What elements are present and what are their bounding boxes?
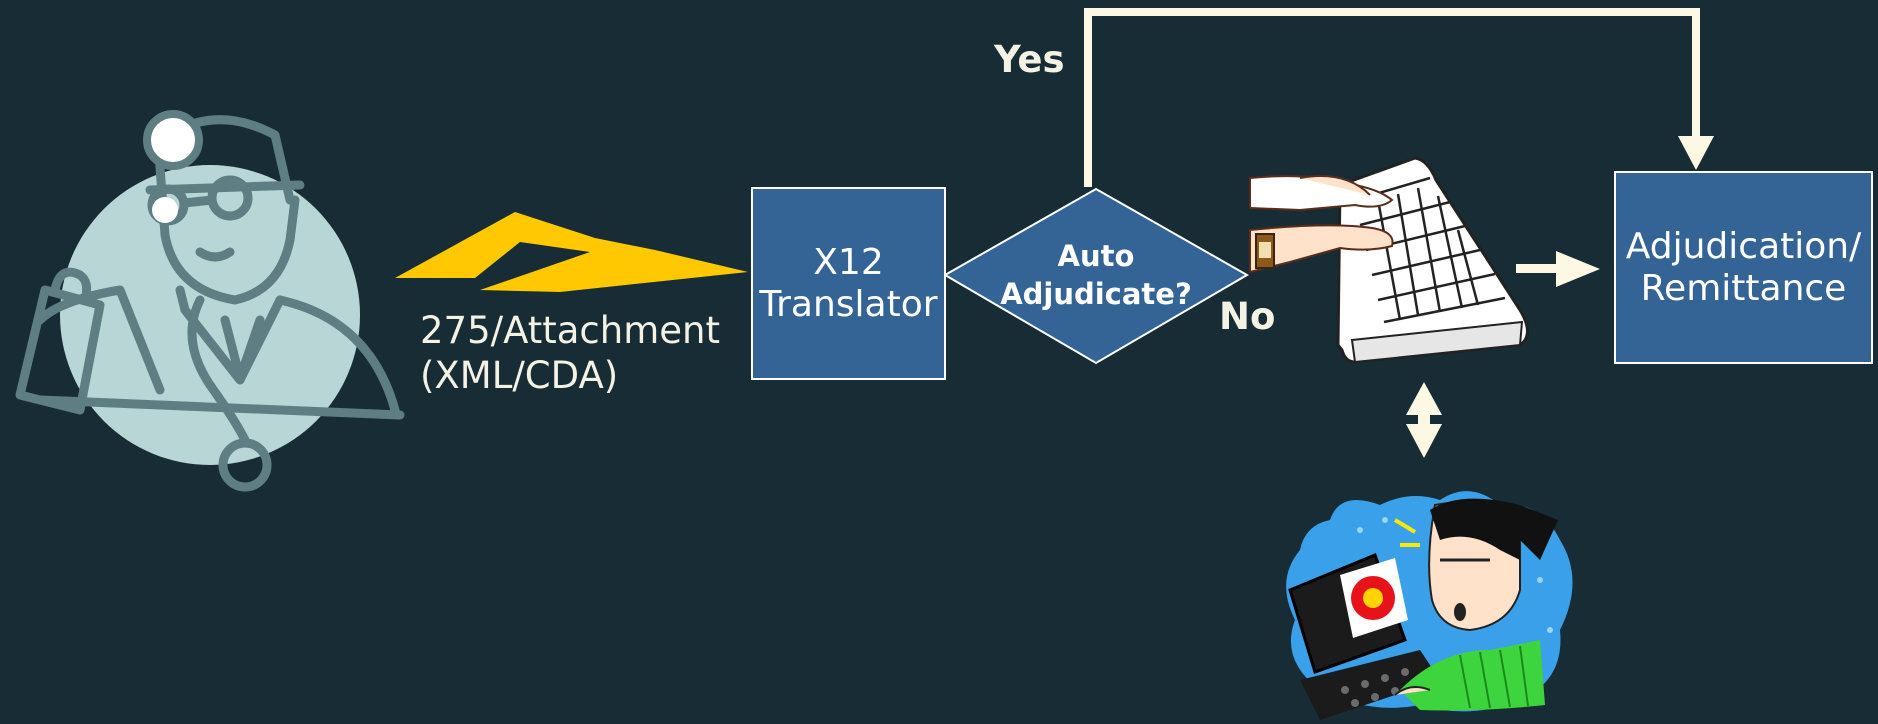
doctor-icon bbox=[15, 110, 405, 492]
yes-label: Yes bbox=[994, 38, 1065, 81]
adjudication-line2: Remittance bbox=[1640, 267, 1847, 309]
attachment-label-line1: 275/Attachment bbox=[420, 309, 720, 352]
decision-diamond bbox=[942, 187, 1250, 365]
decision-label: Auto Adjudicate? bbox=[985, 237, 1207, 313]
yes-arrowhead bbox=[1678, 136, 1714, 170]
decision-label-line1: Auto bbox=[1057, 239, 1135, 273]
no-label: No bbox=[1219, 295, 1276, 338]
double-arrow bbox=[1406, 382, 1442, 458]
keyboard-icon bbox=[1249, 156, 1529, 364]
user-at-computer-icon bbox=[1286, 491, 1573, 720]
decision-label-line2: Adjudicate? bbox=[1000, 277, 1192, 311]
translator-line2: Translator bbox=[759, 283, 938, 325]
x12-translator-box: X12 Translator bbox=[751, 187, 946, 380]
arrow-to-adjudication bbox=[1516, 251, 1600, 287]
yes-connector bbox=[1084, 8, 1700, 187]
attachment-label: 275/Attachment (XML/CDA) bbox=[420, 308, 720, 398]
attachment-label-line2: (XML/CDA) bbox=[420, 354, 619, 397]
adjudication-line1: Adjudication/ bbox=[1625, 225, 1862, 267]
adjudication-remittance-box: Adjudication/ Remittance bbox=[1614, 171, 1873, 364]
lightning-icon bbox=[395, 212, 748, 292]
translator-line1: X12 bbox=[813, 241, 884, 283]
